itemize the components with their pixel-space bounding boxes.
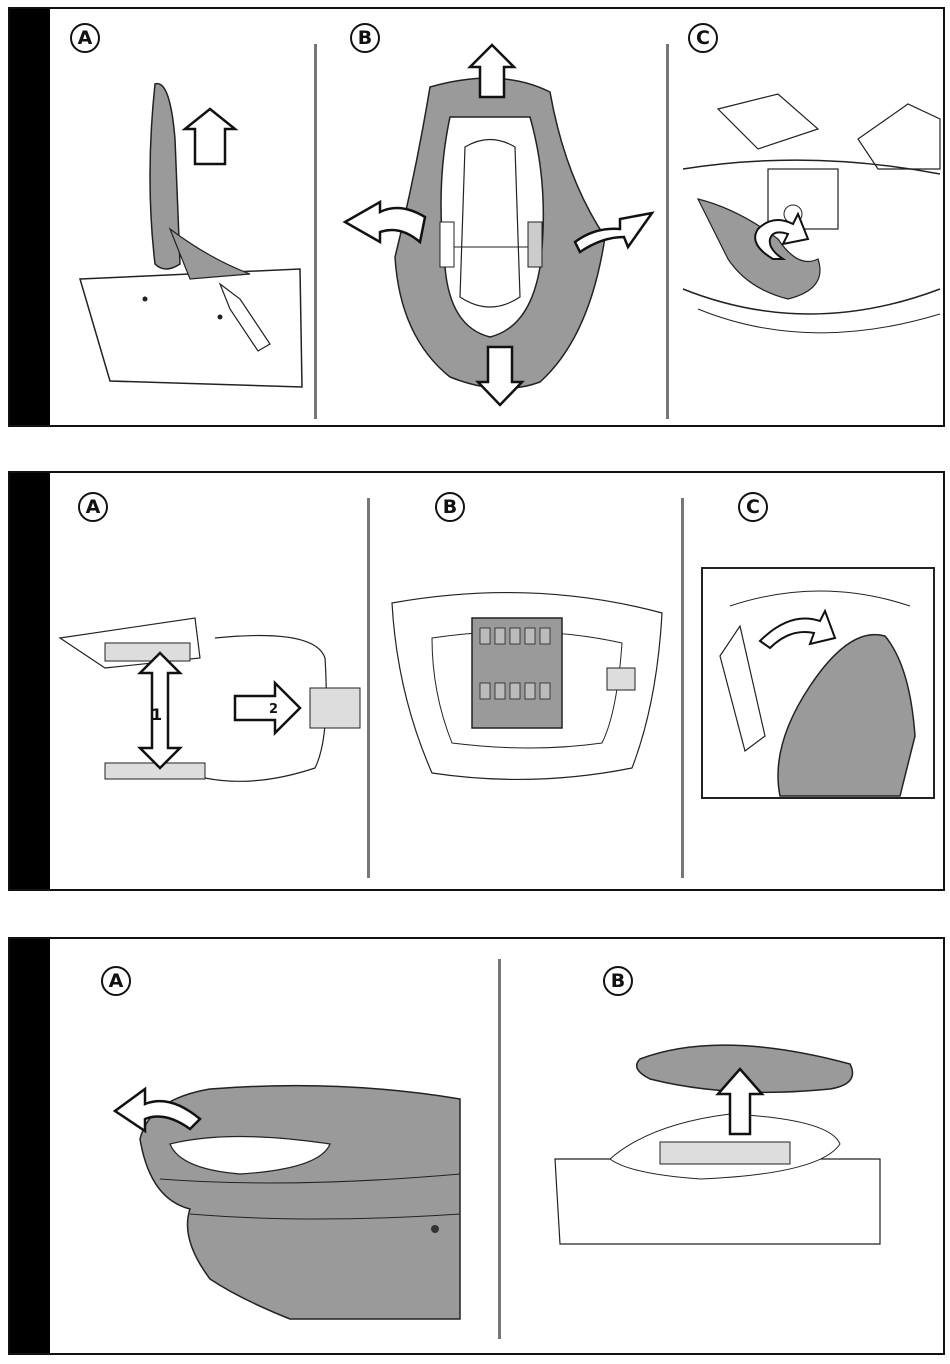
illustration-3b	[550, 1034, 890, 1249]
step-divider	[666, 44, 669, 419]
step-label-a: A	[78, 492, 108, 522]
panel-tab-1	[10, 9, 50, 425]
step-divider	[681, 498, 684, 878]
step-label-a: A	[70, 23, 100, 53]
panel-tab-3	[10, 939, 50, 1353]
illustration-1a	[70, 69, 310, 399]
illustration-2b	[382, 583, 672, 793]
step-label-a: A	[101, 966, 131, 996]
up-arrow-icon	[185, 109, 235, 164]
step-label-b: B	[603, 966, 633, 996]
panel-tab-2	[10, 473, 50, 889]
step-label-b: B	[435, 492, 465, 522]
arrow-number-2: 2	[269, 702, 278, 717]
right-arrow-icon	[235, 683, 300, 733]
illustration-2a: 1 2	[55, 598, 365, 798]
instruction-panel-3: A B	[8, 937, 945, 1355]
step-label-c: C	[688, 23, 718, 53]
step-label-c: C	[738, 492, 768, 522]
instruction-panel-2: A B C 1 2	[8, 471, 945, 891]
step-divider	[498, 959, 501, 1339]
instruction-panel-1: A B C	[8, 7, 945, 427]
illustration-3a	[90, 1039, 470, 1329]
illustration-1c	[678, 89, 943, 349]
illustration-1b	[340, 37, 660, 417]
step-divider	[367, 498, 370, 878]
step-divider	[314, 44, 317, 419]
arrow-number-1: 1	[151, 705, 162, 724]
illustration-2c	[700, 566, 936, 800]
